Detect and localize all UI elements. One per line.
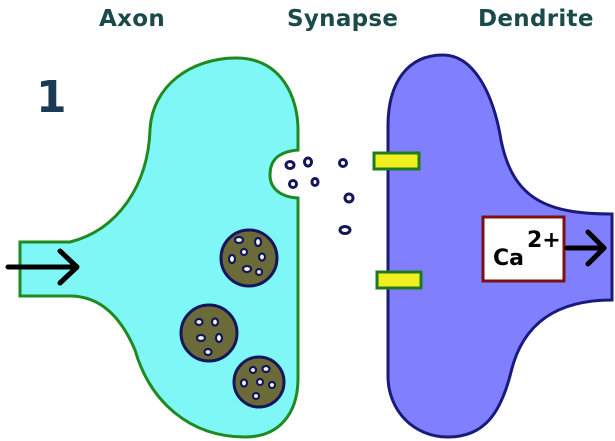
neurotransmitter-dot xyxy=(290,181,297,188)
neurotransmitter-dot xyxy=(340,227,350,234)
neurotransmitter-dot xyxy=(345,194,353,202)
calcium-charge: 2+ xyxy=(527,228,561,253)
neurotransmitter-dot xyxy=(286,162,294,169)
synaptic-vesicle xyxy=(221,230,277,286)
synaptic-vesicle xyxy=(234,357,284,407)
receptor-bottom xyxy=(377,272,421,288)
receptor-top xyxy=(374,153,419,169)
neurotransmitter-dot xyxy=(340,160,347,167)
synaptic-vesicle xyxy=(181,305,237,361)
neurotransmitter-dot xyxy=(305,158,312,166)
neurotransmitter-dot xyxy=(312,179,318,186)
calcium-symbol: Ca xyxy=(493,246,524,271)
